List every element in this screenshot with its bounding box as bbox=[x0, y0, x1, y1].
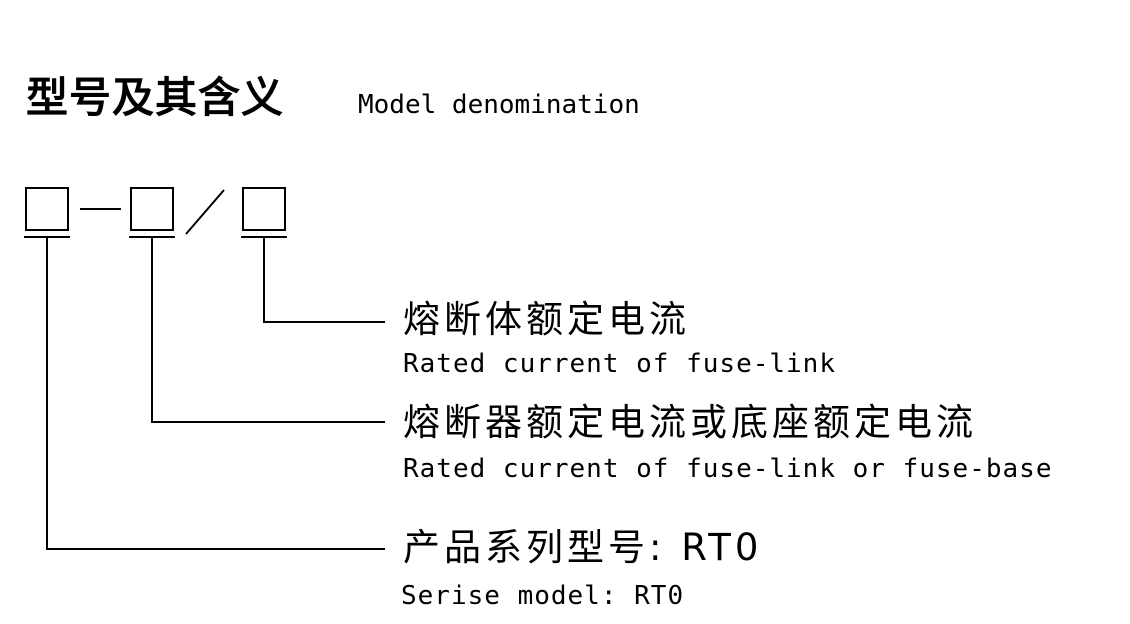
field-1-label-chinese: 熔断体额定电流 bbox=[403, 298, 690, 341]
code-box-base-current bbox=[130, 187, 174, 231]
leader-line-link-current bbox=[263, 237, 385, 323]
field-3-label-english: Serise model: RT0 bbox=[401, 581, 685, 611]
code-box-series bbox=[25, 187, 69, 231]
field-2-label-english: Rated current of fuse-link or fuse-base bbox=[403, 454, 1053, 484]
slash-separator bbox=[185, 189, 225, 235]
leader-line-series bbox=[46, 237, 385, 550]
title-english: Model denomination bbox=[358, 90, 640, 120]
title-chinese: 型号及其含义 bbox=[26, 73, 285, 122]
leader-line-base-current bbox=[151, 237, 385, 423]
code-box-link-current bbox=[242, 187, 286, 231]
field-3-label-chinese: 产品系列型号: RT0 bbox=[403, 526, 763, 569]
field-2-label-chinese: 熔断器额定电流或底座额定电流 bbox=[403, 401, 977, 444]
field-1-label-english: Rated current of fuse-link bbox=[403, 349, 836, 379]
